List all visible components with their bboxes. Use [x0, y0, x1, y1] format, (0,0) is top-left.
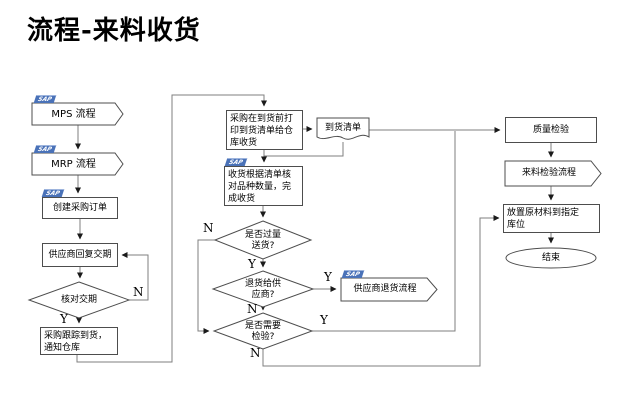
node-return-supplier-line1: 退货给供 [244, 278, 281, 289]
node-incoming-inspection-flow-label: 来料检验流程 [521, 168, 576, 178]
node-supplier-reply-label: 供应商回复交期 [48, 250, 112, 260]
node-inspection-shape [212, 312, 314, 350]
node-overqty-shape [213, 220, 313, 260]
node-create-po: 创建采购订单 [42, 197, 118, 219]
connector-inspection-no [262, 215, 500, 367]
branch-label-checkdate-yes: Y [60, 312, 68, 326]
node-create-po-label: 创建采购订单 [52, 203, 107, 213]
node-return-supplier: 退货给供 应商? [227, 277, 299, 302]
node-mps: MPS 流程 [32, 103, 115, 125]
branch-label-return-yes: Y [324, 270, 332, 284]
node-mrp: MRP 流程 [32, 153, 115, 175]
node-check-date: 核对交期 [39, 293, 119, 307]
node-receive: 收货根据清单核 对品种数量，完 成收货 [224, 166, 303, 206]
node-end-shape [505, 247, 597, 269]
node-need-inspection-line1: 是否需要 [244, 320, 281, 331]
node-arrival-list: 到货清单 [317, 120, 369, 136]
node-putaway-line2: 库位 [507, 220, 526, 230]
node-mrp-label: MRP 流程 [51, 158, 96, 170]
node-supplier-reply: 供应商回复交期 [42, 243, 118, 267]
node-track-arrival-line2: 通知仓库 [44, 343, 81, 353]
node-arrivallist-shape [316, 117, 370, 140]
node-over-qty: 是否过量 送货? [227, 228, 299, 253]
node-mps-label: MPS 流程 [51, 108, 96, 120]
node-over-qty-line2: 送货? [251, 240, 275, 251]
sap-badge: SAP [41, 189, 65, 197]
node-track-arrival-line1: 采购跟踪到货， [44, 331, 108, 341]
connector-lines [75, 94, 554, 367]
node-receive-line1: 收货根据清单核 [228, 170, 292, 180]
node-print-list-line1: 采购在到货前打 [230, 114, 294, 124]
connector-overqty-no-loop [197, 239, 215, 334]
shape-outlines [27, 102, 602, 350]
node-return-supplier-line2: 应商? [251, 289, 275, 300]
node-supplier-return-flow-label: 供应商退货流程 [353, 284, 417, 294]
node-over-qty-line1: 是否过量 [244, 229, 281, 240]
node-arrival-list-label: 到货清单 [324, 122, 361, 133]
connector-inspection-yes [312, 131, 456, 332]
node-need-inspection-line2: 检验? [251, 331, 275, 342]
node-end: 结束 [506, 248, 596, 268]
node-need-inspection: 是否需要 检验? [227, 319, 299, 344]
node-return-shape [211, 270, 315, 308]
node-supplier-return-flow: 供应商退货流程 [341, 278, 429, 301]
connector-track-to-printlist [76, 94, 267, 363]
sap-badge: SAP [224, 158, 248, 166]
node-receive-line3: 成收货 [228, 194, 256, 204]
node-receive-line2: 对品种数量，完 [228, 182, 292, 192]
node-putaway: 放置原材料到指定 库位 [503, 204, 600, 233]
node-check-date-label: 核对交期 [60, 294, 97, 305]
branch-label-overqty-no: N [203, 221, 214, 235]
sap-badge: SAP [33, 145, 57, 153]
node-track-arrival: 采购跟踪到货， 通知仓库 [40, 327, 118, 355]
node-mrp-shape [31, 152, 124, 176]
node-mps-shape [31, 102, 124, 126]
node-print-list: 采购在到货前打 印到货清单给仓 库收货 [226, 110, 303, 150]
node-putaway-line1: 放置原材料到指定 [507, 208, 580, 218]
node-quality-check-label: 质量检验 [532, 125, 569, 135]
branch-label-overqty-yes: Y [248, 257, 256, 271]
page-title: 流程-来料收货 [27, 16, 201, 46]
sap-badge: SAP [33, 95, 57, 103]
branch-label-return-no: N [247, 302, 258, 316]
connector-checkdate-no-loop [121, 252, 149, 301]
node-checkdate-shape [27, 281, 131, 319]
node-supplierreturnflow-shape [340, 277, 438, 302]
branch-label-inspection-yes: Y [320, 313, 328, 327]
node-print-list-line2: 印到货清单给仓 [230, 126, 294, 136]
connector-arrivallist-to-receive [264, 142, 344, 157]
node-incominginspection-shape [504, 160, 602, 187]
node-incoming-inspection-flow: 来料检验流程 [505, 161, 593, 186]
node-end-label: 结束 [541, 252, 560, 263]
node-print-list-line3: 库收货 [230, 138, 258, 148]
branch-label-inspection-no: N [250, 346, 261, 360]
node-quality-check: 质量检验 [505, 117, 597, 143]
sap-badge: SAP [341, 270, 365, 278]
branch-label-checkdate-no: N [133, 285, 144, 299]
